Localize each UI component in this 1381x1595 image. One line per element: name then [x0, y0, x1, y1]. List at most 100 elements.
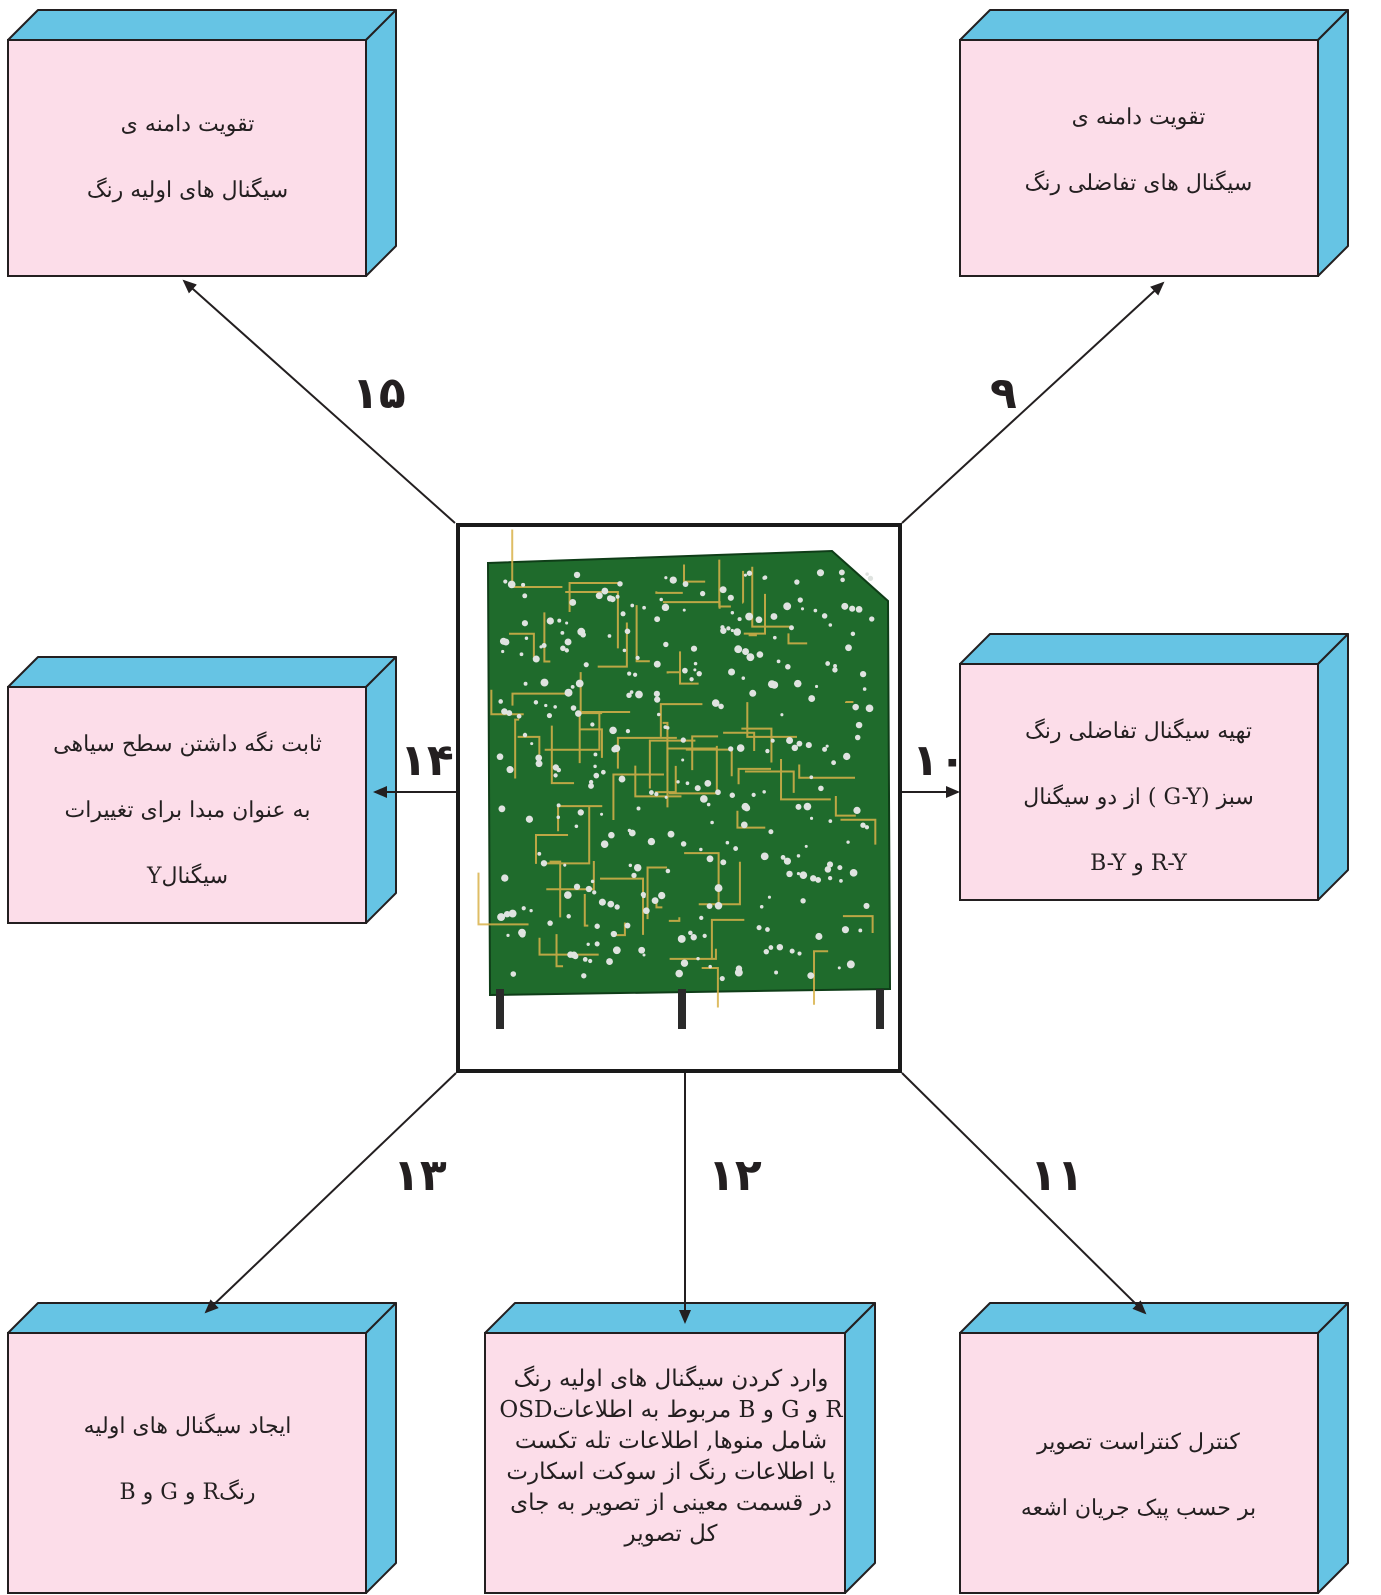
pcb-pad	[626, 692, 632, 699]
pcb-pad	[814, 684, 819, 689]
pcb-pad	[593, 764, 597, 769]
pcb-pad	[763, 948, 770, 955]
pcb-pad	[862, 687, 867, 691]
pcb-pad	[569, 599, 577, 606]
pcb-pad	[780, 713, 784, 717]
pcb-pad	[791, 744, 799, 752]
pcb-pad	[651, 897, 659, 905]
pcb-pad	[809, 816, 814, 820]
box-text-top-left: تقویت دامنه ی سیگنال های اولیه رنگ	[10, 92, 365, 224]
pcb-pad	[663, 725, 668, 729]
box-front-face	[7, 39, 367, 277]
pcb-pad	[825, 661, 831, 666]
pcb-pad	[656, 712, 661, 717]
pcb-pad	[741, 676, 746, 680]
pcb-trace	[737, 767, 771, 785]
pcb-pad	[858, 928, 863, 933]
pcb-trace	[840, 818, 877, 845]
pcb-trace	[555, 934, 564, 968]
pcb-trace	[746, 702, 797, 738]
text-line: رنگR و G و B	[119, 1480, 256, 1505]
pcb-pad	[743, 573, 747, 577]
pcb-pad	[607, 634, 612, 638]
pcb-pad	[665, 868, 671, 874]
pcb-pad	[689, 677, 694, 682]
pcb-pad	[796, 740, 803, 747]
pcb-pad	[541, 642, 547, 648]
label-12: ۱۲	[708, 1150, 762, 1201]
pcb-pad	[522, 732, 528, 738]
pcb-trace	[662, 601, 721, 609]
pcb-pad	[803, 802, 812, 811]
box-top-face	[959, 633, 1349, 665]
pcb-pad	[667, 830, 675, 838]
pcb-pad	[564, 638, 572, 646]
pcb-pad	[600, 769, 606, 775]
pcb-pad	[574, 824, 579, 829]
pcb-image-frame	[456, 523, 902, 1073]
pcb-pad	[552, 764, 559, 771]
pcb-pad	[583, 662, 589, 668]
pcb-trace	[646, 866, 668, 920]
pcb-pad	[718, 703, 724, 710]
box-text-top-right: تقویت دامنه ی سیگنال های تفاضلی رنگ	[960, 85, 1317, 217]
pcb-pad	[680, 959, 689, 967]
pcb-pad	[733, 846, 739, 851]
pcb-pad	[567, 951, 574, 958]
pcb-pad	[560, 645, 566, 652]
text-line: تقویت دامنه ی	[1071, 105, 1206, 130]
pcb-pad	[529, 908, 533, 913]
pcb-pad	[588, 958, 593, 964]
pcb-pad	[824, 866, 832, 873]
text-line: تقویت دامنه ی	[120, 112, 255, 137]
pcb-trace	[668, 917, 681, 922]
text-line: در قسمت معینی از تصویر به جای	[510, 1490, 832, 1516]
box-front-face	[484, 1332, 846, 1594]
pcb-trace	[511, 692, 569, 706]
pcb-pad	[841, 926, 849, 934]
label-15: ۱۵	[352, 368, 406, 419]
pcb-pad	[595, 592, 603, 600]
pcb-pad	[839, 878, 843, 883]
text-line: سیگنال های اولیه رنگ	[86, 178, 289, 203]
arrow-9	[901, 281, 1165, 524]
pcb-pad	[696, 956, 700, 961]
arrows-layer	[182, 279, 1165, 1324]
pcb-pad	[741, 802, 750, 811]
pcb-pad	[800, 898, 806, 904]
pcb-pad	[821, 613, 828, 619]
pcb-pad	[793, 679, 802, 688]
pcb-pad	[694, 785, 701, 792]
pcb-trace	[655, 765, 677, 794]
pcb-pin	[678, 989, 686, 1029]
pcb-pad	[575, 679, 584, 688]
pcb-pad	[600, 812, 604, 816]
pcb-pad	[610, 930, 618, 938]
box-bottom-right	[959, 1302, 1349, 1594]
pcb-pad	[816, 569, 825, 577]
pcb-pad	[593, 772, 600, 779]
pcb-pad	[706, 903, 713, 910]
pcb-pad	[522, 593, 528, 599]
box-text-mid-left: ثابت نگه داشتن سطح سیاهی به عنوان مبدا ب…	[10, 712, 365, 910]
pcb-pad	[631, 872, 637, 879]
text-line: ایجاد سیگنال های اولیه	[83, 1414, 292, 1439]
pcb-pad	[714, 884, 723, 893]
pcb-pad	[850, 631, 856, 637]
pcb-pad	[770, 738, 775, 743]
pcb-pad	[658, 891, 666, 900]
pcb-pad	[642, 605, 646, 610]
pcb-pad	[618, 775, 626, 783]
pcb-pad	[855, 605, 863, 613]
pcb-pad	[700, 795, 708, 803]
pcb-pad	[805, 742, 812, 749]
pcb-pad	[768, 945, 774, 950]
pcb-pad	[525, 815, 534, 823]
pcb-pad	[654, 616, 661, 623]
pcb-pad	[506, 710, 513, 717]
pcb-pad	[815, 932, 823, 940]
pcb-pad	[726, 626, 731, 631]
pcb-pad	[785, 664, 791, 670]
box-front-face	[7, 686, 367, 924]
